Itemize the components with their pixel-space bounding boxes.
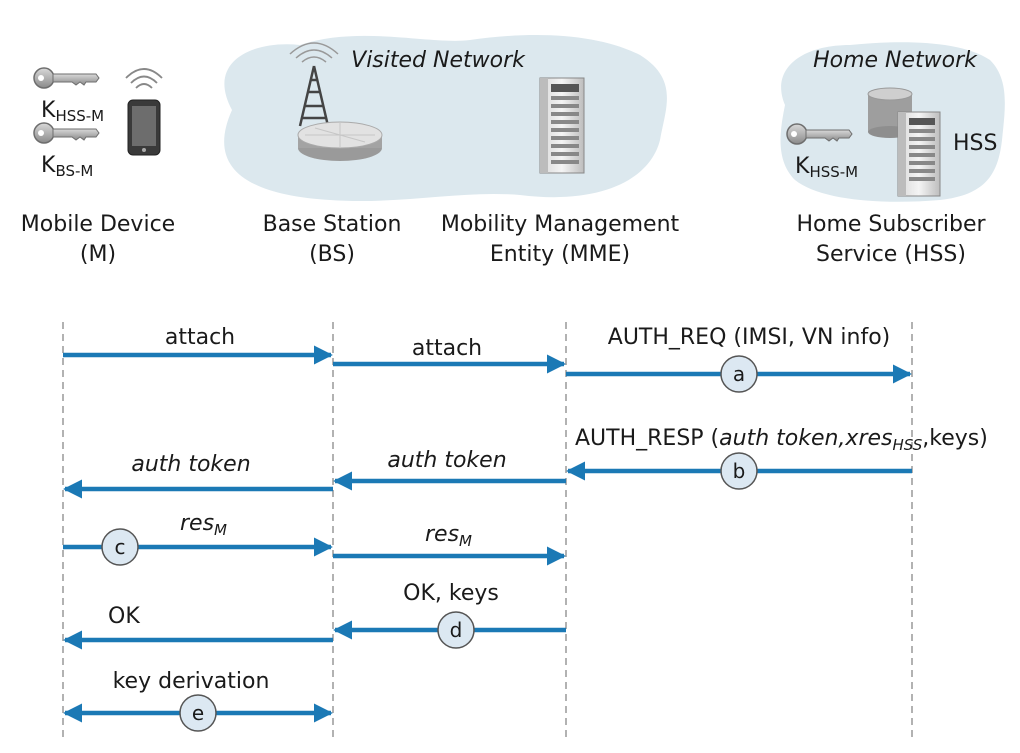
step-b-label: b: [733, 459, 746, 483]
hss-label: HSS: [953, 131, 997, 156]
key-subscript-hss-m: HSS-M: [55, 107, 104, 125]
key-icon: [33, 67, 100, 89]
msg-res-1: resM: [180, 511, 227, 539]
svg-text:KHSS-M: KHSS-M: [795, 154, 858, 181]
msg-auth-token-1: auth token: [131, 452, 250, 477]
step-c-label: c: [115, 535, 126, 559]
server-icon: [897, 111, 941, 197]
key-k-letter: K: [41, 98, 56, 123]
step-a-label: a: [733, 362, 745, 386]
mme-abbr: Entity (MME): [490, 242, 630, 267]
svg-text:KBS-M: KBS-M: [41, 153, 93, 180]
visited-network-label: Visited Network: [351, 48, 526, 73]
key-icon: [33, 122, 100, 144]
smartphone-icon: [125, 68, 163, 156]
res-subscript: M: [459, 532, 472, 550]
key-subscript-bs-m: BS-M: [55, 162, 93, 180]
mobile-device-label: Mobile Device: [21, 212, 175, 237]
mobile-device-abbr: (M): [80, 242, 116, 267]
base-station-icon: [289, 42, 383, 161]
hss-entity-abbr: Service (HSS): [816, 242, 966, 267]
msg-res-2: resM: [425, 522, 472, 550]
mme-label: Mobility Management: [441, 212, 680, 237]
server-icon: [539, 77, 585, 174]
step-e-marker: e: [179, 694, 217, 732]
base-station-abbr: (BS): [309, 242, 355, 267]
step-b-marker: b: [720, 452, 758, 490]
msg-auth-resp: AUTH_RESP (auth token,xresHSS,keys): [575, 426, 988, 454]
base-station-label: Base Station: [263, 212, 402, 237]
key-k-letter: K: [795, 154, 810, 179]
key-subscript-hss-m: HSS-M: [809, 163, 858, 181]
msg-attach-2: attach: [412, 336, 482, 361]
step-a-marker: a: [720, 355, 758, 393]
svg-text:KHSS-M: KHSS-M: [41, 98, 104, 125]
step-d-marker: d: [437, 611, 475, 649]
auth-resp-subscript: HSS: [893, 436, 923, 454]
step-c-marker: c: [101, 528, 139, 566]
key-icon: [786, 123, 853, 145]
hss-entity-label: Home Subscriber: [796, 212, 986, 237]
msg-auth-token-2: auth token: [387, 448, 506, 473]
msg-attach-1: attach: [165, 325, 235, 350]
step-e-label: e: [192, 701, 204, 725]
msg-key-derivation: key derivation: [113, 669, 270, 694]
res-text: res: [425, 522, 459, 547]
msg-auth-req: AUTH_REQ (IMSI, VN info): [608, 325, 890, 350]
msg-ok: OK: [108, 604, 140, 629]
auth-resp-suffix: ,keys): [922, 426, 988, 451]
key-k-letter: K: [41, 153, 56, 178]
home-network-label: Home Network: [813, 48, 978, 73]
res-subscript: M: [214, 521, 227, 539]
res-text: res: [180, 511, 214, 536]
auth-resp-prefix: AUTH_RESP (: [575, 426, 719, 451]
msg-ok-keys: OK, keys: [403, 581, 499, 606]
auth-resp-token: auth token,xres: [719, 426, 892, 451]
step-d-label: d: [450, 618, 463, 642]
